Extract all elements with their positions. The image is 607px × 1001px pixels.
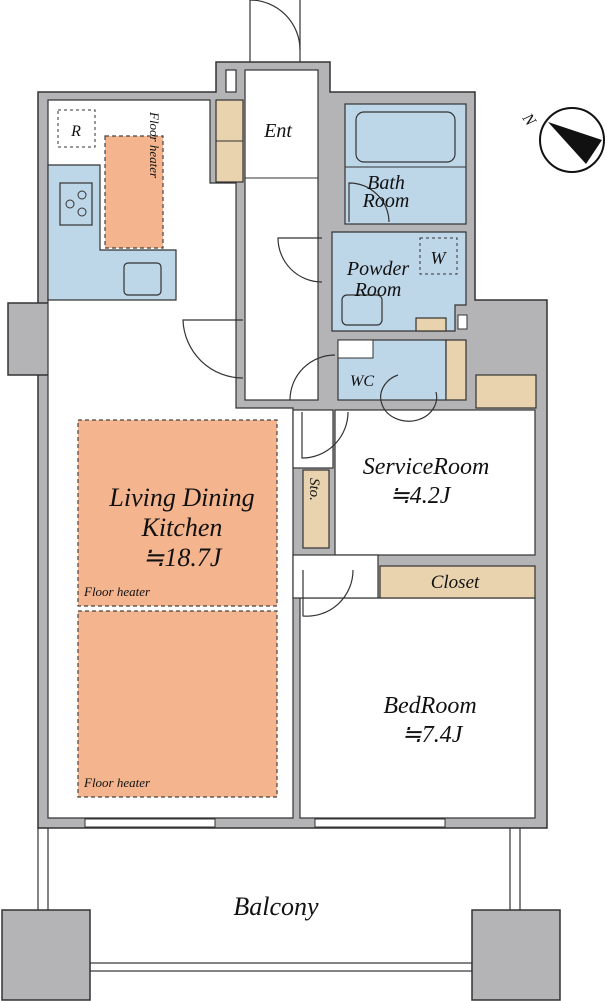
bedroom-label: BedRoom≒7.4J [383,693,476,748]
balcony-pillar-right [471,909,561,1001]
refrigerator-label: R [70,123,81,140]
corridor [244,69,319,401]
ldk-floor-heater-label-1: Floor heater [83,584,151,599]
north-compass-icon: N [518,107,605,173]
bathtub [355,111,456,163]
compass-north-label: N [518,110,539,130]
wc-label: WC [350,373,374,390]
refrigerator-space [57,109,96,148]
balcony-pillar-left [1,909,91,1001]
balcony: Balcony [1,827,561,1001]
washer-label: W [431,248,448,268]
ldk-floor-heater-2 [77,610,278,798]
service-room-label: ServiceRoom≒4.2J [363,454,490,509]
kitchen-sink [123,262,162,296]
kitchen-floor-heater-label: Floor heater [147,111,162,179]
balcony-label: Balcony [233,892,319,921]
ldk-floor-heater-label-2: Floor heater [83,775,151,790]
entrance-label: Ent [263,120,292,142]
service-room [334,409,536,556]
storage [302,469,330,549]
stove [59,182,93,226]
bedroom [299,597,536,819]
washer-space [419,237,458,275]
entrance-door[interactable] [249,0,301,62]
ldk-floor-heater-1 [77,419,278,607]
kitchen-floor-heater [104,135,164,249]
storage-label: Sto. [306,478,322,501]
closet-label: Closet [431,572,480,593]
closet [379,565,536,599]
sink [341,294,383,326]
